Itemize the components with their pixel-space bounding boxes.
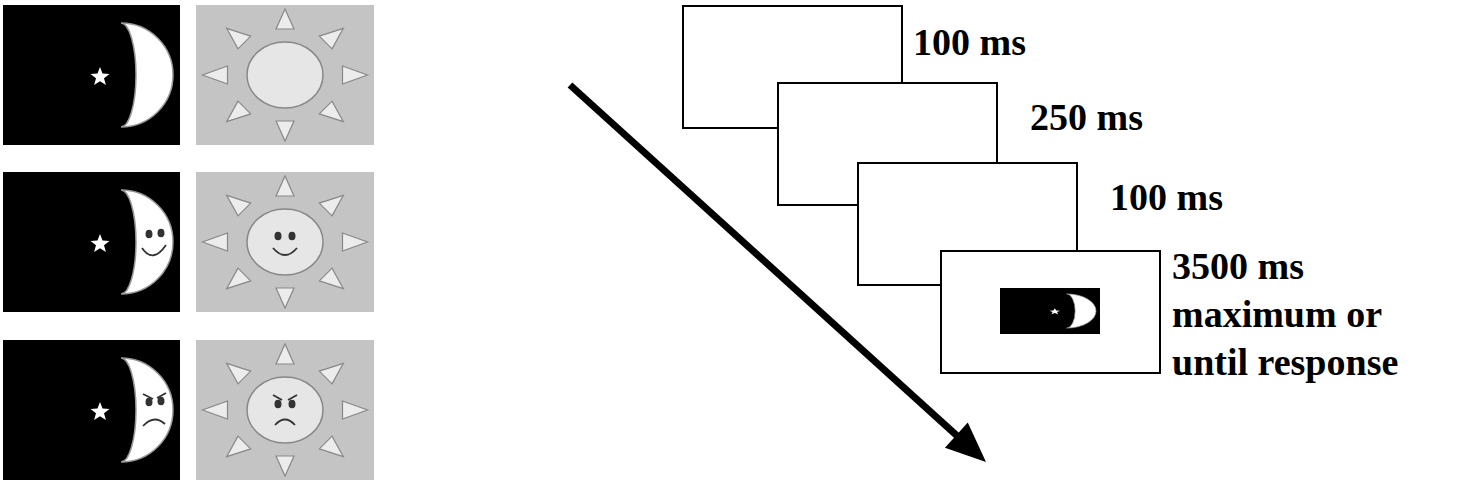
trial-frame: 3500 ms maximum or until response — [940, 250, 1161, 374]
star-symbol — [91, 234, 110, 252]
target-stimulus — [1000, 288, 1100, 334]
sun-stimulus — [196, 172, 374, 312]
star-symbol — [91, 402, 110, 420]
angry-face — [273, 395, 297, 425]
sun-symbol — [247, 209, 323, 275]
happy-face — [142, 230, 166, 256]
sun-symbol — [247, 42, 323, 108]
moon-symbol — [121, 23, 173, 127]
sun-rays — [203, 344, 368, 476]
duration-label: 3500 ms maximum or until response — [1172, 242, 1422, 386]
sun-rays — [203, 176, 368, 308]
night-panel — [3, 172, 180, 312]
sun-stimulus — [196, 340, 374, 480]
star-symbol — [1049, 308, 1060, 314]
star-symbol — [91, 67, 110, 85]
night-panel — [3, 5, 180, 145]
day-panel — [196, 172, 374, 312]
moon-symbol — [121, 190, 173, 294]
sun-symbol — [247, 377, 323, 443]
duration-label: 100 ms — [913, 21, 1113, 65]
day-panel — [196, 340, 374, 480]
moon-stimulus — [3, 340, 180, 480]
moon-stimulus — [3, 172, 180, 312]
moon-symbol — [121, 358, 173, 462]
sun-stimulus — [196, 5, 374, 145]
happy-face — [273, 233, 297, 255]
moon-stimulus — [3, 5, 180, 145]
day-panel — [196, 5, 374, 145]
night-panel — [1000, 288, 1100, 334]
angry-face — [143, 393, 166, 426]
moon-symbol — [1067, 294, 1096, 328]
duration-label: 250 ms — [1030, 96, 1230, 140]
night-panel — [3, 340, 180, 480]
duration-label: 100 ms — [1110, 176, 1310, 220]
sun-rays — [203, 9, 368, 141]
